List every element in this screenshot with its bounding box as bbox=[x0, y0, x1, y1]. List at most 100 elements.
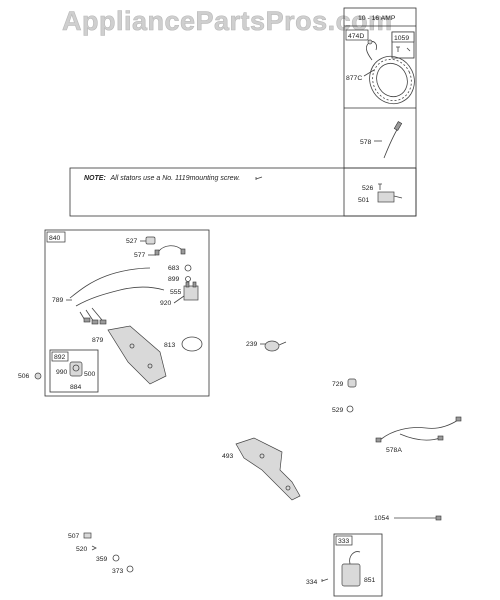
part-group-1059: 1059 bbox=[391, 31, 415, 59]
tag-1059 bbox=[391, 31, 415, 43]
part-group-526-501: 526 501 bbox=[358, 183, 403, 204]
stator-coils-icon bbox=[372, 58, 412, 102]
tag-474D bbox=[345, 29, 369, 41]
note-body: All stators use a No. 1119mounting screw… bbox=[109, 175, 240, 182]
label-990: 990 bbox=[56, 369, 68, 376]
note-box: NOTE: All stators use a No. 1119mounting… bbox=[69, 167, 417, 217]
label-840: 840 bbox=[49, 235, 61, 242]
harness-connector-3-icon bbox=[99, 319, 107, 325]
label-892: 892 bbox=[54, 354, 66, 361]
screw-373-icon bbox=[126, 565, 134, 573]
box-333 bbox=[333, 533, 383, 597]
part-group-506: 506 bbox=[18, 372, 42, 380]
wire-578A-end-a-icon bbox=[375, 437, 382, 443]
label-373: 373 bbox=[112, 568, 124, 575]
label-884: 884 bbox=[70, 384, 82, 391]
part-group-529: 529 bbox=[332, 405, 354, 414]
harness-connector-1-icon bbox=[83, 317, 91, 323]
solenoid-920-post-b-icon bbox=[192, 281, 197, 288]
part-group-1054: 1054 bbox=[374, 515, 442, 522]
solenoid-920-post-a-icon bbox=[185, 281, 190, 288]
label-507: 507 bbox=[68, 533, 80, 540]
stator-lead-wire-icon bbox=[366, 41, 377, 61]
wire-577-end-a-icon bbox=[154, 249, 160, 256]
part-group-474D: 474D bbox=[345, 29, 369, 41]
bracket-493-hole-b-icon bbox=[285, 485, 291, 491]
screw-1059-icon bbox=[396, 46, 400, 52]
regulator-501-icon bbox=[377, 191, 395, 203]
nut-683-icon bbox=[184, 264, 192, 272]
rectifier-239-lead-icon bbox=[278, 341, 287, 346]
part-group-493: 493 bbox=[222, 437, 301, 501]
leader-920 bbox=[173, 295, 185, 304]
part-group-333: 333 851 bbox=[333, 533, 383, 597]
label-813: 813 bbox=[164, 342, 176, 349]
label-527: 527 bbox=[126, 238, 138, 245]
label-529: 529 bbox=[332, 407, 344, 414]
box-892 bbox=[49, 349, 99, 393]
tag-840 bbox=[46, 231, 66, 243]
part-group-334: 334 bbox=[306, 578, 329, 586]
wire-578A-end-c-icon bbox=[437, 435, 444, 441]
bracket-493-icon bbox=[235, 437, 301, 501]
rectifier-239-icon bbox=[264, 340, 280, 352]
label-851: 851 bbox=[364, 577, 376, 584]
shield-879-icon bbox=[107, 325, 167, 385]
label-526: 526 bbox=[362, 185, 374, 192]
part-group-239: 239 bbox=[246, 340, 287, 352]
wire-1054-terminal-icon bbox=[435, 515, 442, 521]
label-683: 683 bbox=[168, 265, 180, 272]
shield-879-hole-b-icon bbox=[147, 363, 153, 369]
washer-899-icon bbox=[185, 276, 191, 282]
label-501: 501 bbox=[358, 197, 370, 204]
nut-359-icon bbox=[112, 554, 120, 562]
tag-892 bbox=[51, 351, 69, 362]
panel-title: 10 - 16 AMP bbox=[358, 15, 396, 22]
stator-ring-outer-icon bbox=[369, 55, 415, 105]
tag-333 bbox=[335, 535, 353, 546]
label-877C: 877C bbox=[346, 75, 362, 82]
harness-secondary-loom-icon bbox=[75, 286, 165, 307]
label-239: 239 bbox=[246, 341, 258, 348]
label-1059: 1059 bbox=[394, 35, 409, 42]
stator-lead-terminal-icon bbox=[367, 39, 373, 45]
regulator-501-wire-icon bbox=[393, 195, 403, 199]
harness-main-loom-icon bbox=[69, 267, 151, 299]
harness-box-frame bbox=[44, 229, 210, 397]
harness-box-840: 840 527 577 683 899 555 920 789 879 bbox=[44, 229, 210, 397]
part-group-578A: 578A bbox=[375, 416, 462, 454]
screw-526-icon bbox=[378, 183, 382, 190]
part-group-520: 520 bbox=[76, 545, 97, 553]
harness-leads-icon bbox=[79, 307, 103, 323]
part-group-877C: 877C bbox=[346, 39, 415, 105]
wire-578-terminal-icon bbox=[393, 121, 403, 131]
mounting-screw-icon bbox=[255, 176, 263, 180]
connector-729-icon bbox=[347, 378, 357, 388]
clip-520-icon bbox=[91, 545, 97, 551]
part-507-icon bbox=[83, 532, 92, 539]
solenoid-920-body-icon bbox=[183, 285, 199, 301]
label-1054: 1054 bbox=[374, 515, 389, 522]
label-334: 334 bbox=[306, 579, 318, 586]
clip-527-icon bbox=[145, 236, 156, 245]
label-493: 493 bbox=[222, 453, 234, 460]
label-520: 520 bbox=[76, 546, 88, 553]
part-group-578: 578 bbox=[360, 121, 403, 159]
stator-ring-inner-icon bbox=[376, 62, 408, 98]
label-474D: 474D bbox=[348, 33, 364, 40]
wire-578A-icon bbox=[379, 419, 459, 441]
label-577: 577 bbox=[134, 252, 146, 259]
label-500: 500 bbox=[84, 371, 96, 378]
screw-334-icon bbox=[321, 578, 329, 582]
label-879: 879 bbox=[92, 337, 104, 344]
label-729: 729 bbox=[332, 381, 344, 388]
leader-877C bbox=[363, 69, 375, 77]
key-switch-body-icon bbox=[69, 361, 83, 377]
wire-578A-end-b-icon bbox=[455, 416, 462, 422]
wire-577-end-b-icon bbox=[180, 248, 186, 255]
label-555: 555 bbox=[170, 289, 182, 296]
label-920: 920 bbox=[160, 300, 172, 307]
wire-578A-branch-icon bbox=[399, 433, 441, 441]
key-switch-knob-icon bbox=[72, 364, 80, 372]
note-prefix: NOTE: bbox=[84, 175, 106, 182]
